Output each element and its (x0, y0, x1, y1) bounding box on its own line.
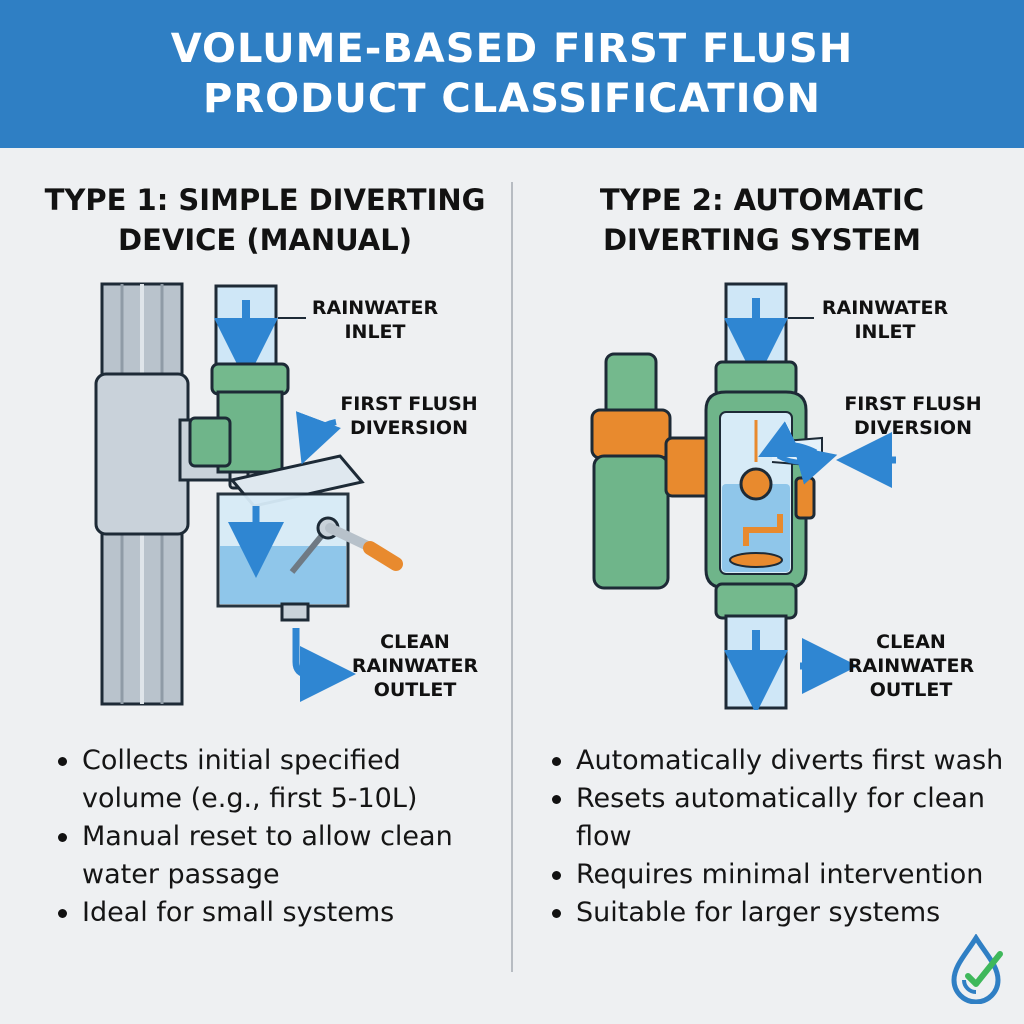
type1-device-illustration (94, 282, 403, 706)
type2-inlet-label-line-2: INLET (854, 321, 916, 343)
list-item: Automatically diverts first wash (548, 742, 1008, 780)
side-diversion-chamber (590, 352, 728, 590)
type1-outlet-label-line-3: OUTLET (373, 679, 457, 701)
list-item: Requires minimal intervention (548, 856, 1008, 894)
list-item: Resets automatically for clean flow (548, 780, 1008, 856)
type1-diversion-label: FIRST FLUSH DIVERSION (334, 392, 484, 440)
type2-feature-list: Automatically diverts first wash Resets … (548, 742, 1008, 932)
manual-reset-lever (289, 516, 403, 574)
page-title-line-1: VOLUME-BASED FIRST FLUSH (170, 26, 854, 72)
type2-diversion-label-line-1: FIRST FLUSH (844, 393, 982, 415)
page-title-line-2: PRODUCT CLASSIFICATION (203, 76, 821, 122)
type2-inlet-label-line-1: RAINWATER (821, 297, 949, 319)
adjustment-knob (794, 476, 816, 520)
outlet-pipe (724, 614, 788, 710)
type1-outlet-label-line-1: CLEAN (380, 631, 450, 653)
type1-title-line-2: DEVICE (MANUAL) (118, 223, 412, 257)
green-tee-fitting (188, 362, 290, 474)
type1-feature-list: Collects initial specified volume (e.g.,… (54, 742, 494, 932)
type1-title: TYPE 1: SIMPLE DIVERTING DEVICE (MANUAL) (30, 180, 500, 260)
type2-diversion-label-line-2: DIVERSION (854, 417, 972, 439)
type1-outlet-label-line-2: RAINWATER (351, 655, 479, 677)
water-drop-check-icon (951, 934, 1003, 1004)
type1-diversion-label-line-1: FIRST FLUSH (340, 393, 478, 415)
type2-outlet-label: CLEAN RAINWATER OUTLET (836, 630, 986, 702)
float-ball (739, 467, 773, 501)
list-item: Manual reset to allow clean water passag… (54, 818, 494, 894)
type2-title-line-2: DIVERTING SYSTEM (602, 223, 922, 257)
type1-inlet-label-line-2: INLET (344, 321, 406, 343)
type2-title-line-1: TYPE 2: AUTOMATIC (599, 183, 925, 217)
type2-system-illustration (590, 282, 896, 710)
lever-handle (363, 541, 403, 571)
type2-outlet-label-line-1: CLEAN (876, 631, 946, 653)
type2-inlet-label: RAINWATER INLET (810, 296, 960, 344)
list-item: Suitable for larger systems (548, 894, 1008, 932)
list-item: Collects initial specified volume (e.g.,… (54, 742, 494, 818)
type2-outlet-label-line-2: RAINWATER (847, 655, 975, 677)
automatic-valve-chamber (704, 360, 838, 620)
type2-outlet-label-line-3: OUTLET (869, 679, 953, 701)
outlet-flow-arrow-icon (292, 628, 356, 702)
collection-chamber (216, 454, 365, 622)
type1-diversion-label-line-2: DIVERSION (350, 417, 468, 439)
first-flush-arrow-icon (295, 411, 341, 465)
column-divider (511, 182, 513, 972)
type2-diversion-label: FIRST FLUSH DIVERSION (838, 392, 988, 440)
type1-outlet-label: CLEAN RAINWATER OUTLET (340, 630, 490, 702)
type1-inlet-label: RAINWATER INLET (300, 296, 450, 344)
type1-title-line-1: TYPE 1: SIMPLE DIVERTING (44, 183, 486, 217)
type2-title: TYPE 2: AUTOMATIC DIVERTING SYSTEM (527, 180, 997, 260)
type1-inlet-label-line-1: RAINWATER (311, 297, 439, 319)
page-header: VOLUME-BASED FIRST FLUSH PRODUCT CLASSIF… (0, 0, 1024, 148)
list-item: Ideal for small systems (54, 894, 494, 932)
